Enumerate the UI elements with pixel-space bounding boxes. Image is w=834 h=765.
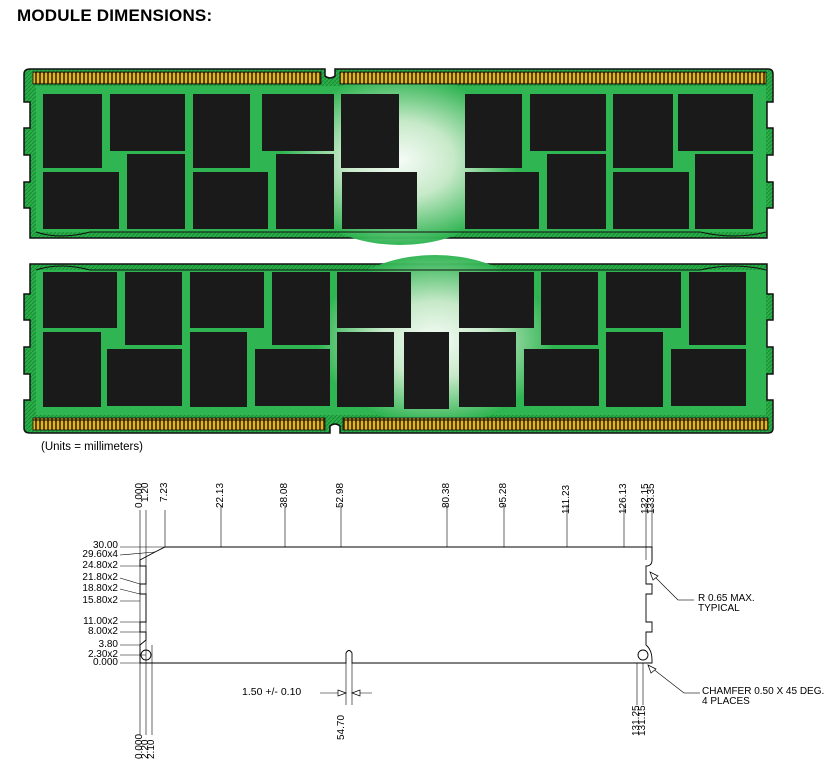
left-dimension-label: 24.80x2 — [82, 560, 118, 571]
dimension-extension-lines — [119, 505, 700, 735]
left-dimension-label: 18.80x2 — [82, 583, 118, 594]
top-dimension-label: 38.08 — [279, 482, 290, 508]
tolerance-label: 1.50 +/- 0.10 — [242, 686, 302, 698]
module-front-view — [23, 68, 774, 245]
page-title: MODULE DIMENSIONS: — [17, 6, 213, 25]
notch-dimension: 54.70 — [336, 714, 347, 740]
units-note: (Units = millimeters) — [41, 441, 143, 453]
chamfer-note: CHAMFER 0.50 X 45 DEG. 4 PLACES — [702, 687, 824, 707]
chamfer-note-line1: CHAMFER 0.50 X 45 DEG. — [702, 686, 825, 697]
bottom-dimension-label: 131.15 — [637, 705, 648, 736]
left-dimension-label: 29.60x4 — [82, 549, 118, 560]
radius-note: R 0.65 MAX. TYPICAL — [698, 594, 755, 614]
left-dimension-label: 0.000 — [92, 657, 118, 668]
gold-fingers-right — [342, 417, 769, 431]
left-dimension-label: 15.80x2 — [82, 595, 118, 606]
top-dimension-label: 1.20 — [140, 482, 151, 503]
left-dimension-label: 21.80x2 — [82, 572, 118, 583]
radius-note-line2: TYPICAL — [698, 603, 740, 614]
left-dimension-label: 3.80 — [98, 639, 118, 650]
top-dimension-label: 133.35 — [646, 483, 657, 514]
left-dimension-label: 2.30x2 — [87, 649, 118, 660]
gold-fingers-left — [32, 417, 326, 431]
top-dimension-label: 80.38 — [441, 482, 452, 508]
top-dimension-label: 7.23 — [159, 482, 170, 503]
top-dimension-label: 95.28 — [498, 482, 509, 508]
top-dimension-label: 22.13 — [215, 482, 226, 508]
drawing-outline — [139, 546, 653, 664]
chamfer-note-line2: 4 PLACES — [702, 696, 750, 707]
radius-note-line1: R 0.65 MAX. — [698, 593, 755, 604]
dimension-arrows — [337, 571, 659, 697]
module-illustrations — [23, 68, 774, 434]
top-dimension-label: 126.13 — [618, 483, 629, 514]
left-dimension-label: 8.00x2 — [87, 626, 118, 637]
top-dimension-label: 52.98 — [335, 482, 346, 508]
left-dimension-label: 30.00 — [92, 540, 118, 551]
module-back-view — [23, 255, 774, 434]
top-dimension-label: 111.23 — [561, 484, 572, 514]
left-dimension-label: 11.00x2 — [83, 616, 118, 627]
dram-chips-back — [43, 272, 746, 409]
bottom-dimension-label: 2.10 — [146, 739, 157, 759]
gold-fingers-right — [339, 71, 767, 85]
gold-fingers-left — [32, 71, 322, 85]
dram-chips-front — [43, 94, 753, 229]
